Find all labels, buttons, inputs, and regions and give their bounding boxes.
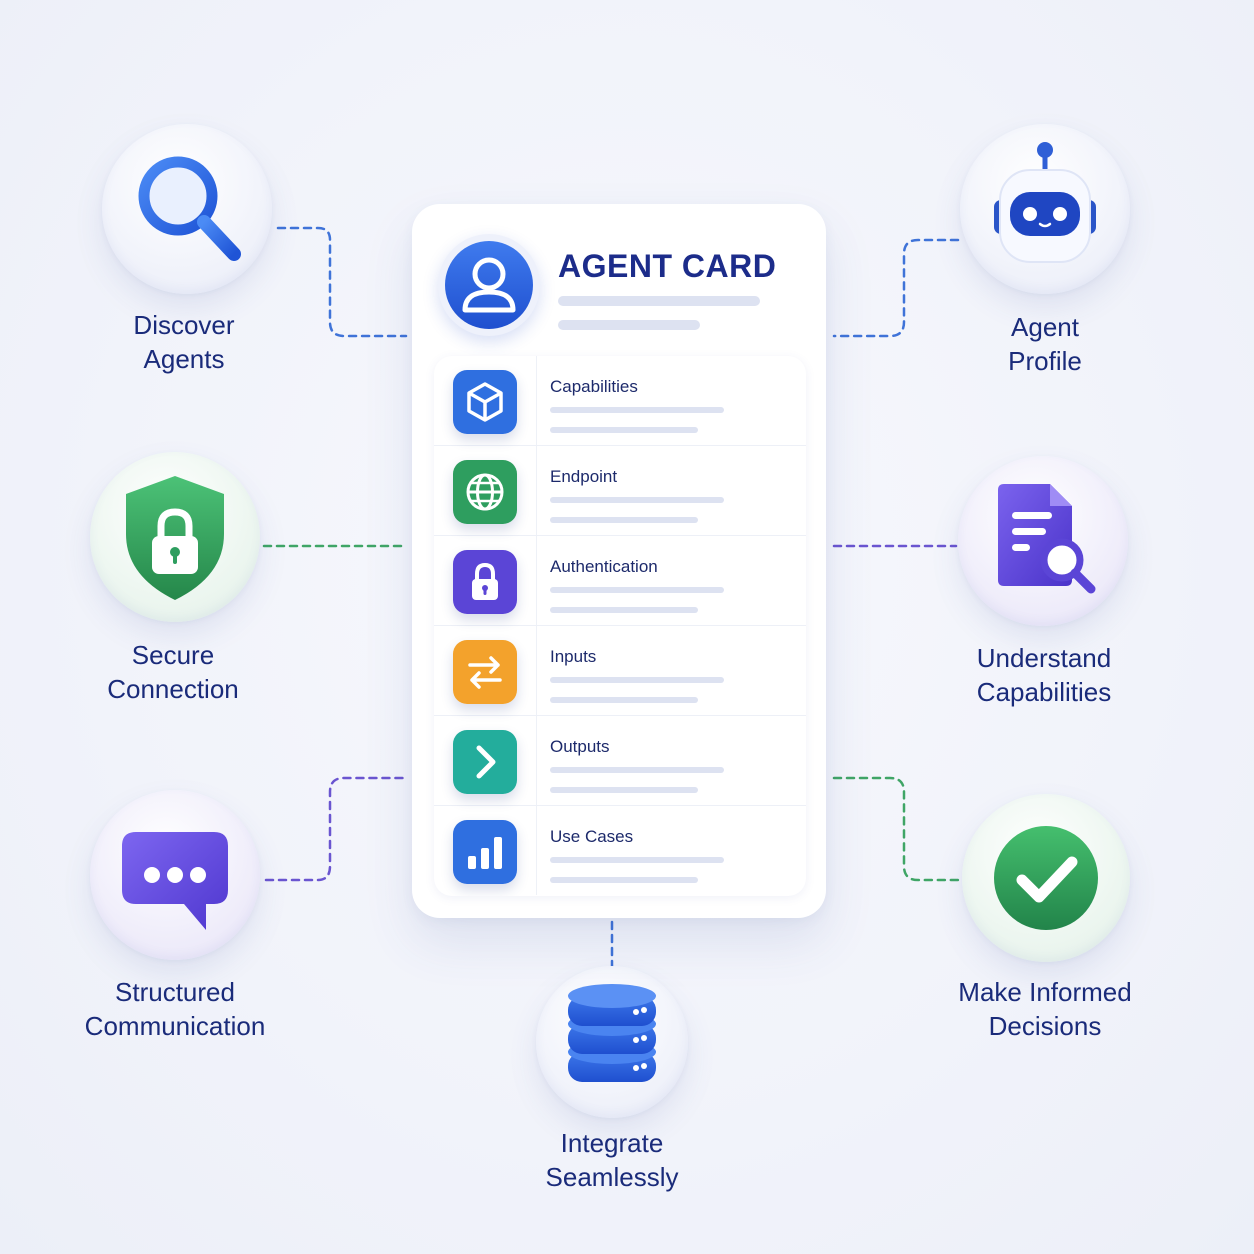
- row-label-authentication: Authentication: [550, 557, 658, 576]
- connector-profile: [832, 238, 960, 338]
- document-search-icon: [998, 484, 1096, 594]
- connector-discover: [276, 226, 408, 338]
- cube-icon: [453, 370, 517, 434]
- row-placeholder-line: [550, 787, 698, 793]
- shield-lock-icon: [126, 476, 224, 600]
- row-placeholder-line: [550, 857, 724, 863]
- connector-structured: [264, 776, 408, 882]
- row-divider: [536, 626, 537, 715]
- row-placeholder-line: [550, 517, 698, 523]
- chat-bubble-icon: [122, 832, 228, 930]
- row-divider: [536, 446, 537, 535]
- list-item-inputs[interactable]: Inputs: [434, 626, 806, 716]
- integrate-seamlessly-node[interactable]: [536, 966, 688, 1118]
- user-avatar-icon: [438, 234, 540, 336]
- row-placeholder-line: [550, 877, 698, 883]
- title-placeholder-line-1: [558, 296, 760, 306]
- list-item-use-cases[interactable]: Use Cases: [434, 806, 806, 895]
- swap-arrows-icon: [453, 640, 517, 704]
- list-item-endpoint[interactable]: Endpoint: [434, 446, 806, 536]
- row-label-endpoint: Endpoint: [550, 467, 618, 486]
- row-placeholder-line: [550, 607, 698, 613]
- row-label-inputs: Inputs: [550, 647, 597, 666]
- list-item-authentication[interactable]: Authentication: [434, 536, 806, 626]
- chevron-right-icon: [453, 730, 517, 794]
- title-placeholder-line-2: [558, 320, 700, 330]
- row-label-outputs: Outputs: [550, 737, 610, 756]
- structured-communication-node[interactable]: [90, 790, 260, 960]
- globe-icon: [453, 460, 517, 524]
- row-placeholder-line: [550, 587, 724, 593]
- row-label-capabilities: Capabilities: [550, 377, 638, 396]
- row-placeholder-line: [550, 407, 724, 413]
- discover-agents-node[interactable]: [102, 124, 272, 294]
- list-item-capabilities[interactable]: Capabilities: [434, 356, 806, 446]
- row-divider: [536, 806, 537, 895]
- make-informed-decisions-node[interactable]: [962, 794, 1130, 962]
- row-placeholder-line: [550, 677, 724, 683]
- agent-card[interactable]: AGENT CARD Capabilities: [412, 204, 826, 918]
- row-label-use-cases: Use Cases: [550, 827, 634, 846]
- agent-profile-node[interactable]: [960, 124, 1130, 294]
- row-placeholder-line: [550, 497, 724, 503]
- row-placeholder-line: [550, 697, 698, 703]
- card-field-list: Capabilities Endpoint: [434, 356, 806, 896]
- connector-decisions: [832, 776, 962, 882]
- robot-icon: [994, 142, 1096, 263]
- list-item-outputs[interactable]: Outputs: [434, 716, 806, 806]
- row-placeholder-line: [550, 767, 724, 773]
- secure-connection-node[interactable]: [90, 452, 260, 622]
- row-placeholder-line: [550, 427, 698, 433]
- card-title: AGENT CARD: [558, 248, 777, 284]
- row-divider: [536, 716, 537, 805]
- database-icon: [568, 984, 656, 1082]
- checkmark-icon: [994, 826, 1098, 930]
- magnifier-icon: [138, 156, 241, 261]
- row-divider: [536, 536, 537, 625]
- row-divider: [536, 356, 537, 445]
- bar-chart-icon: [453, 820, 517, 884]
- understand-capabilities-node[interactable]: [958, 456, 1128, 626]
- lock-icon: [453, 550, 517, 614]
